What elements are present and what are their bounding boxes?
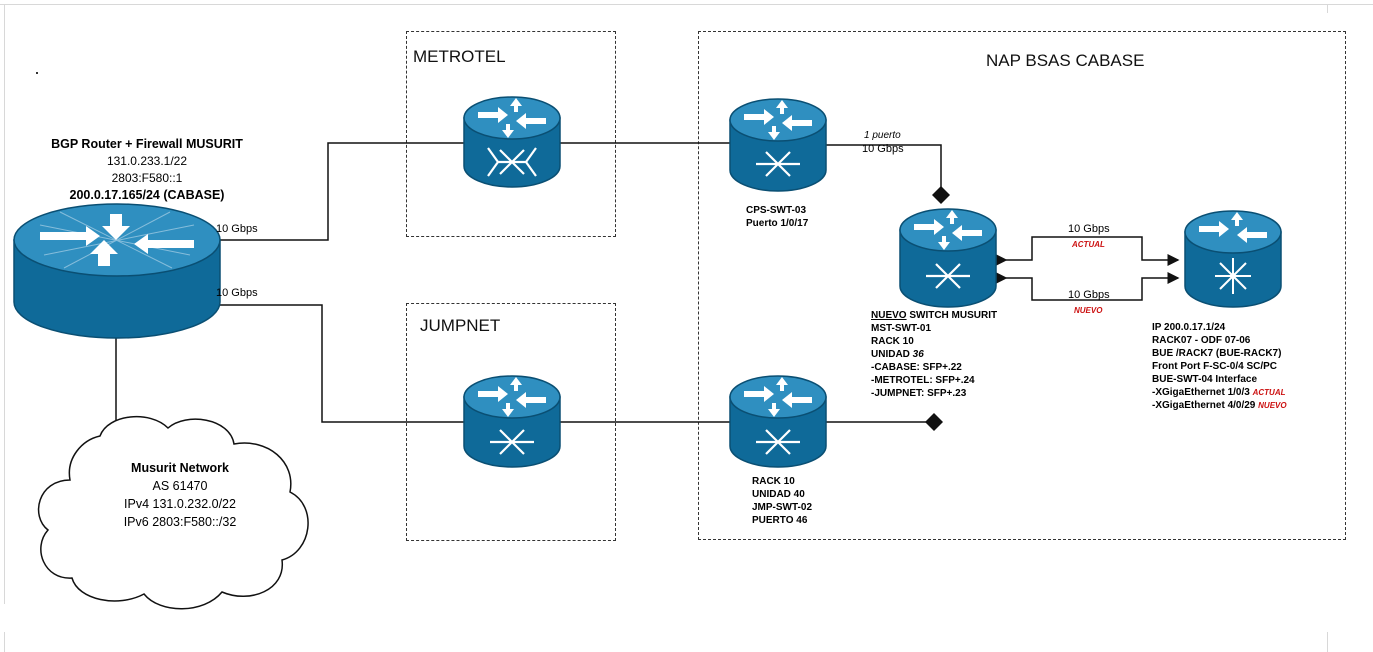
cabase-interface: BUE-SWT-04 Interface [1152, 374, 1258, 385]
lower-link-speed: 10 Gbps [216, 287, 258, 299]
cps-switch-port: Puerto 1/0/17 [746, 218, 809, 229]
jmp-unit: UNIDAD 40 [752, 489, 805, 500]
nuevo-tag: NUEVO [1074, 306, 1103, 315]
bgp-router-cabase-ip: 200.0.17.165/24 (CABASE) [69, 188, 225, 202]
cabase-rack: RACK07 - ODF 07-06 [1152, 335, 1251, 346]
cabase-iface-nuevo: -XGigaEthernet 4/0/29 NUEVO [1152, 399, 1287, 412]
diamond-new-switch-top [932, 186, 950, 204]
nap-group [698, 31, 1346, 540]
cabase-front-port: Front Port F-SC-0/4 SC/PC [1152, 361, 1278, 372]
new-switch-name: MST-SWT-01 [871, 323, 932, 334]
musurit-ipv4: IPv4 131.0.232.0/22 [124, 497, 236, 511]
nuevo-link-speed: 10 Gbps [1068, 289, 1110, 301]
metrotel-group [406, 31, 616, 237]
cabase-iface-nuevo-text: -XGigaEthernet 4/0/29 [1152, 400, 1259, 411]
new-switch-unit-value: 36 [912, 349, 924, 360]
jmp-switch-name: JMP-SWT-02 [752, 502, 813, 513]
cps-switch-icon [729, 98, 827, 192]
bgp-router-ipv6: 2803:F580::1 [111, 171, 183, 185]
new-switch-icon [899, 208, 997, 308]
frame-right-line [1327, 4, 1328, 13]
cabase-iface-actual-tag: ACTUAL [1252, 388, 1286, 397]
musurit-as: AS 61470 [152, 479, 208, 493]
new-switch-metrotel-port: -METROTEL: SFP+.24 [871, 375, 975, 386]
diamond-jmp-end [925, 413, 943, 431]
jmp-rack: RACK 10 [752, 476, 795, 487]
cabase-iface-actual: -XGigaEthernet 1/0/3 ACTUAL [1152, 386, 1285, 399]
metrotel-switch-icon [463, 96, 561, 188]
new-switch-unit: UNIDAD 36 [871, 348, 924, 361]
new-switch-jumpnet-port: -JUMPNET: SFP+.23 [871, 388, 967, 399]
cabase-router-icon [1184, 210, 1282, 308]
nap-title: NAP BSAS CABASE [986, 51, 1145, 70]
jmp-port: PUERTO 46 [752, 515, 808, 526]
upper-link-speed: 10 Gbps [216, 223, 258, 235]
link-bgp-metrotel [210, 142, 465, 241]
new-switch-cabase-port: -CABASE: SFP+.22 [871, 362, 962, 373]
metrotel-title: METROTEL [413, 47, 506, 66]
stray-dot [36, 72, 38, 74]
frame-bottom-left-tick [4, 632, 5, 652]
cabase-iface-nuevo-tag: NUEVO [1258, 401, 1287, 410]
link-actual [995, 236, 1180, 266]
bgp-router-ipv4: 131.0.233.1/22 [106, 154, 188, 168]
actual-link-speed: 10 Gbps [1068, 223, 1110, 235]
jumpnet-switch-icon [463, 375, 561, 468]
actual-tag: ACTUAL [1072, 240, 1105, 249]
new-switch-rack: RACK 10 [871, 336, 914, 347]
frame-left-line [4, 4, 5, 604]
musurit-network-title: Musurit Network [131, 461, 229, 475]
musurit-cloud [38, 415, 309, 610]
link-nuevo [995, 272, 1180, 301]
cps-switch-name: CPS-SWT-03 [746, 205, 807, 216]
new-switch-title: NUEVO SWITCH MUSURIT [871, 309, 997, 322]
link-bgp-jumpnet [210, 304, 465, 423]
frame-top-line [0, 4, 1373, 5]
new-switch-title-nuevo: NUEVO [871, 310, 907, 321]
cabase-ip: IP 200.0.17.1/24 [1152, 322, 1226, 333]
musurit-ipv6: IPv6 2803:F580::/32 [123, 515, 237, 529]
bgp-router-icon [13, 203, 221, 339]
cabase-bue-rack: BUE /RACK7 (BUE-RACK7) [1152, 348, 1282, 359]
new-switch-title-rest: SWITCH MUSURIT [906, 310, 998, 321]
cps-port-count: 1 puerto [864, 130, 901, 141]
link-cps-new-switch [826, 144, 942, 188]
new-switch-unit-label: UNIDAD [871, 349, 913, 360]
jumpnet-title: JUMPNET [420, 316, 501, 335]
cabase-iface-actual-text: -XGigaEthernet 1/0/3 [1152, 387, 1253, 398]
jmp-switch-icon [729, 375, 827, 468]
bgp-router-title: BGP Router + Firewall MUSURIT [51, 137, 243, 151]
cps-link-speed: 10 Gbps [862, 143, 904, 155]
frame-bottom-right-tick [1327, 632, 1328, 652]
